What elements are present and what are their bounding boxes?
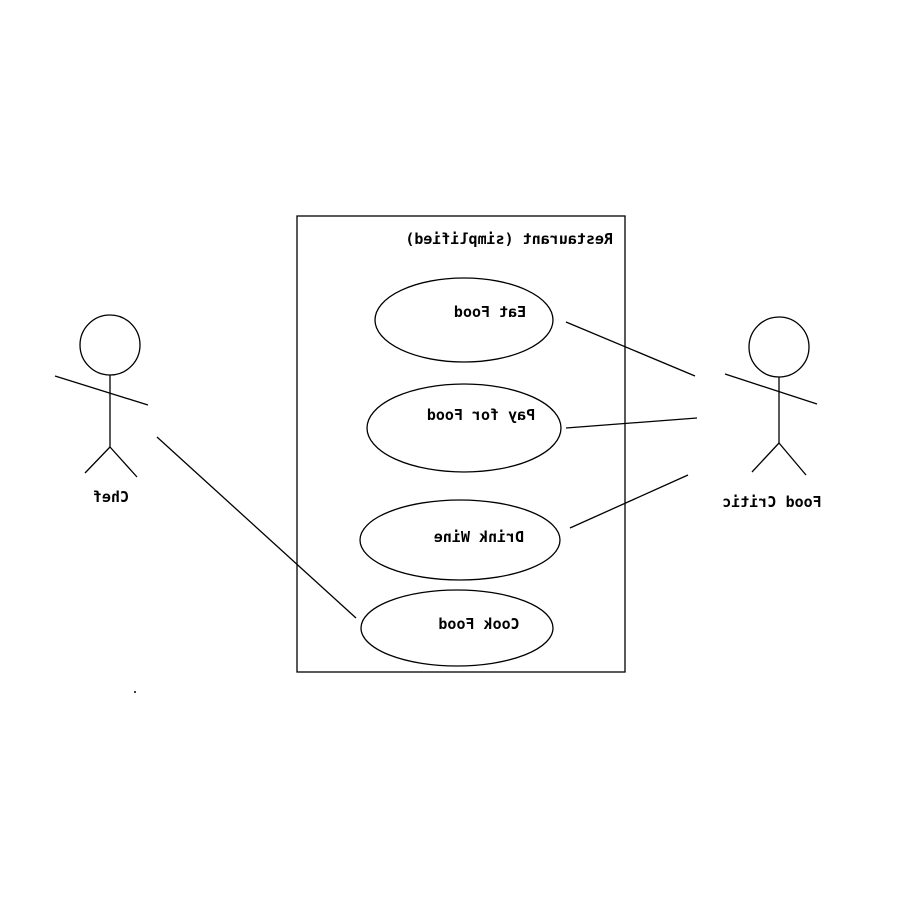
use-case-eat-food: Eat Food	[374, 277, 554, 363]
use-case-label: Drink Wine	[434, 528, 524, 546]
system-title: Restaurant (simplified)	[405, 230, 613, 248]
use-case-drink-wine: Drink Wine	[359, 499, 561, 581]
actor-label: Chef	[93, 488, 129, 506]
actor-chef: Chef	[54, 314, 149, 506]
actor-right-leg	[778, 442, 807, 476]
association-critic-pay-for-food	[565, 417, 698, 429]
use-case-label: Cook Food	[438, 615, 519, 633]
actor-left-leg	[751, 442, 780, 473]
actor-right-leg	[109, 446, 138, 478]
actor-food-critic: Food Critic	[722, 316, 822, 511]
use-case-ellipse	[374, 277, 554, 363]
actor-head	[79, 314, 141, 376]
use-case-label: Pay for Food	[427, 406, 535, 424]
use-case-cook-food: Cook Food	[360, 589, 554, 667]
system-boundary	[296, 215, 626, 673]
stray-dot	[134, 691, 136, 693]
actor-left-leg	[84, 446, 111, 474]
use-case-pay-for-food: Pay for Food	[366, 383, 562, 473]
association-chef-cook-food	[156, 436, 357, 619]
use-case-ellipse	[366, 383, 562, 473]
use-case-ellipse	[359, 499, 561, 581]
association-critic-drink-wine	[569, 474, 689, 529]
actor-label: Food Critic	[722, 493, 821, 511]
use-case-ellipse	[360, 589, 554, 667]
actor-arms	[724, 373, 818, 405]
use-case-label: Eat Food	[454, 303, 526, 321]
actor-arms	[54, 375, 149, 406]
association-critic-eat-food	[565, 321, 696, 377]
actor-head	[748, 316, 810, 378]
